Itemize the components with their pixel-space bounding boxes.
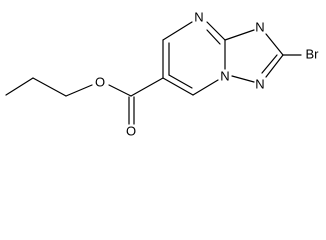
atom-o-carbonyl: O [126,124,136,139]
chemical-structure: O O N N N N Br [5,10,319,139]
bond-ch2-c [32,77,67,97]
atom-br: Br [306,47,320,62]
atom-o-ether: O [95,75,105,90]
atom-n-triazole-top: N [255,20,264,35]
bond-c2-n2-double [261,54,278,74]
bonds [5,21,302,125]
bond-n1-c7 [192,79,219,96]
bond-n4-c3a-double [206,29,221,45]
bond-ch2-o-ether [65,84,93,97]
bond-c3a-n3 [224,29,255,41]
atom-labels: O O N N N N Br [95,10,319,139]
bond-n3-c2 [265,33,284,56]
bond-c7-c6 [162,77,194,96]
atom-n-top: N [194,10,203,25]
atom-n-triazole-bottom: N [255,77,264,92]
bond-c2-n2 [265,54,284,78]
bond-n4-c3a [206,21,226,41]
bond-o-ether-carbonyl [108,84,132,97]
bond-c5-n4 [162,21,193,41]
bond-carbonyl-ring [130,77,164,97]
bond-ch3-ch2 [5,77,34,96]
bond-c7-c6-double [168,74,193,89]
atom-n-bridge: N [220,69,229,84]
bond-n2-n1 [231,75,255,83]
